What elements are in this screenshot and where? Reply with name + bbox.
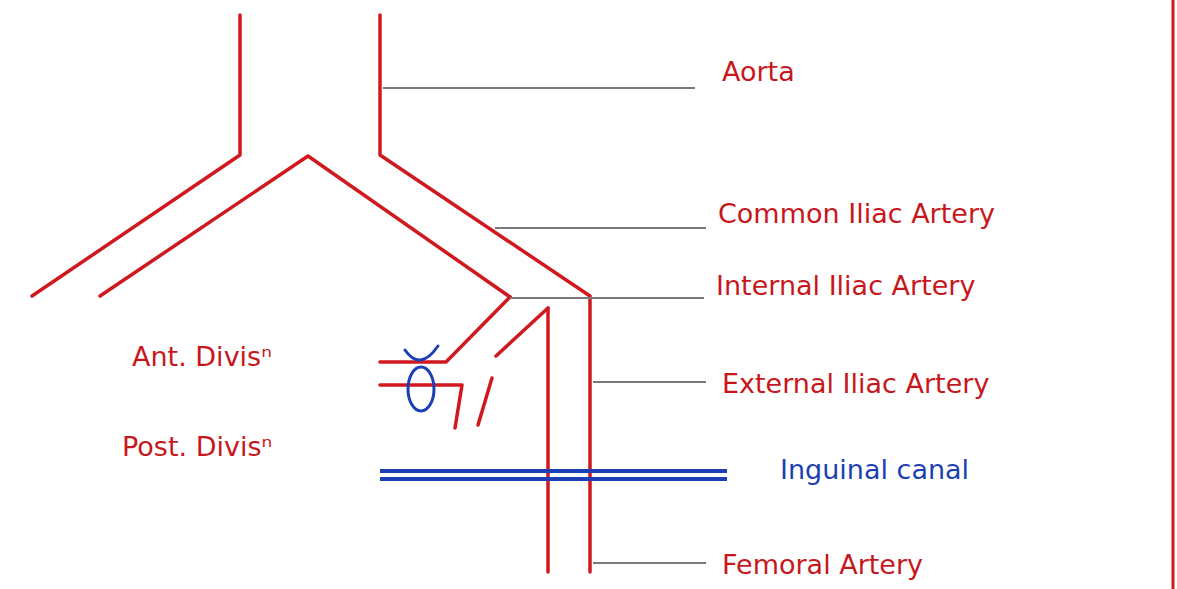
bifurcation-inner-wall <box>100 156 510 297</box>
leader-line <box>510 297 704 299</box>
artery-walls <box>32 15 590 572</box>
part-label: Aorta <box>722 57 795 87</box>
part-label: Femoral Artery <box>722 550 923 580</box>
leader-lines <box>383 88 706 563</box>
internal-iliac-outer-wall <box>380 297 510 362</box>
aorta-left-wall <box>32 15 240 296</box>
posterior-division-stump <box>478 378 492 425</box>
ligature-loop <box>408 367 434 411</box>
aorta-right-wall <box>380 15 590 572</box>
internal-iliac-inner-wall <box>496 308 548 356</box>
part-label: Inguinal canal <box>780 455 969 485</box>
part-label: Ant. Divisⁿ <box>132 342 272 372</box>
leader-line <box>383 87 695 89</box>
inguinal-canal-band <box>380 471 727 479</box>
external-iliac-inner-wall <box>546 308 550 572</box>
part-label: Common Iliac Artery <box>718 199 995 229</box>
inguinal-line <box>380 469 727 473</box>
leader-line <box>495 227 706 229</box>
page-border <box>1172 0 1175 589</box>
inguinal-line <box>380 477 727 481</box>
part-label: Post. Divisⁿ <box>122 432 272 462</box>
leader-line <box>593 381 706 383</box>
leader-line <box>593 562 706 564</box>
ligature-symbol <box>405 346 438 411</box>
ligature-knot <box>405 346 438 360</box>
part-label: External Iliac Artery <box>722 369 989 399</box>
anterior-division-stump <box>380 385 462 428</box>
part-label: Internal Iliac Artery <box>716 271 975 301</box>
